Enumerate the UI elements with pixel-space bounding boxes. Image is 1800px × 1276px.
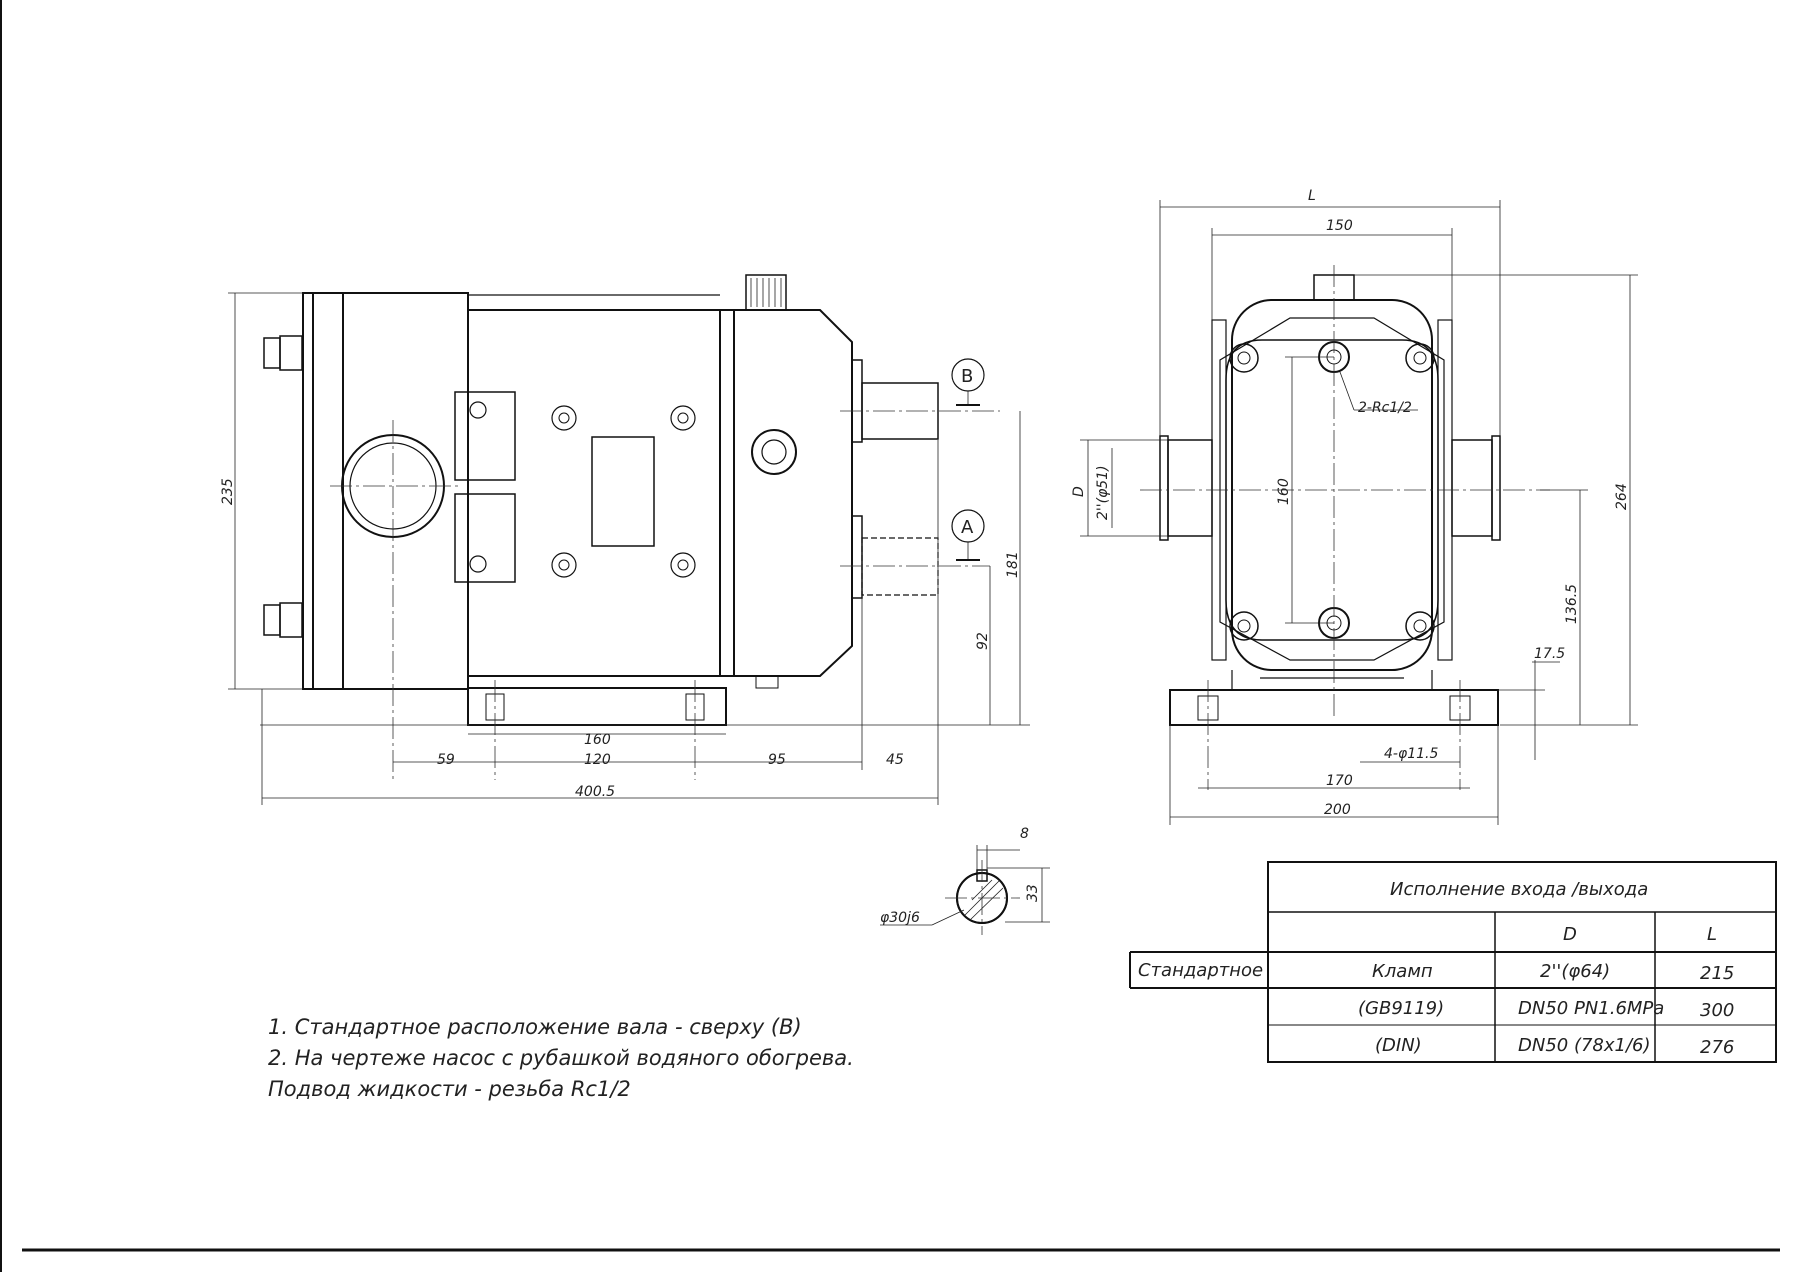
dim-45: 45 [886,752,904,768]
front-view-dim-labels: L 150 2-Rc1/2 D 2''(φ51) 160 264 136.5 1… [1071,188,1630,818]
dim-key-height: 33 [1025,884,1041,902]
note-1: 1. Стандартное расположение вала - сверх… [268,1015,802,1039]
shaft-section [880,845,1050,935]
marker-a-label: A [961,517,974,538]
table-cell-d-2: DN50 PN1.6MPa [1518,998,1664,1019]
note-2: 2. На чертеже насос с рубашкой водяного … [268,1046,854,1070]
io-table: Исполнение входа /выхода D L Стандартное… [1129,861,1777,1063]
table-cell-l-2: 300 [1700,1000,1734,1021]
table-col-l: L [1707,924,1717,945]
dim-160-ports: 160 [1276,478,1292,505]
dim-160-base: 160 [584,732,611,748]
shaft-section-labels: 8 33 φ30j6 [880,826,1041,926]
dim-key-width: 8 [1020,826,1029,842]
dim-95: 95 [768,752,786,768]
dim-120: 120 [584,752,611,768]
side-view-dim-labels: 235 181 92 160 59 120 95 45 400.5 [220,478,1021,800]
front-view [1140,265,1550,790]
dim-59: 59 [437,752,455,768]
table-cell-d-1: 2''(φ64) [1540,961,1610,982]
dim-D: D [1071,486,1087,497]
dim-thread: 2-Rc1/2 [1358,400,1412,416]
table-cell-type-1: Кламп [1372,961,1433,982]
dim-170: 170 [1326,773,1353,789]
side-view [263,274,1000,780]
dim-181: 181 [1005,551,1021,578]
dim-200: 200 [1324,802,1351,818]
table-cell-type-2: (GB9119) [1358,998,1444,1019]
dim-port-size: 2''(φ51) [1095,465,1111,520]
dim-holes: 4-φ11.5 [1384,746,1438,762]
dim-150: 150 [1326,218,1353,234]
shaft-markers: B A [951,358,985,561]
table-row-label: Стандартное [1138,960,1263,981]
table-cell-l-3: 276 [1700,1037,1734,1058]
table-cell-l-1: 215 [1700,963,1734,984]
dim-400-5: 400.5 [575,784,615,800]
dim-92: 92 [975,632,991,650]
marker-b-label: B [961,366,973,387]
dim-L: L [1308,188,1316,204]
front-view-dimensions [1080,200,1638,825]
table-col-d: D [1563,924,1577,945]
dim-264: 264 [1614,483,1630,510]
dim-17-5: 17.5 [1534,646,1565,662]
note-3: Подвод жидкости - резьба Rc1/2 [268,1077,631,1101]
dim-shaft-diameter: φ30j6 [880,910,920,926]
notes: 1. Стандартное расположение вала - сверх… [268,1015,854,1101]
side-view-dimensions [228,292,1030,805]
table-title: Исполнение входа /выхода [1390,879,1648,900]
dim-235: 235 [220,478,236,505]
dim-136-5: 136.5 [1564,584,1580,624]
table-cell-d-3: DN50 (78x1/6) [1518,1035,1651,1056]
table-cell-type-3: (DIN) [1375,1035,1422,1056]
